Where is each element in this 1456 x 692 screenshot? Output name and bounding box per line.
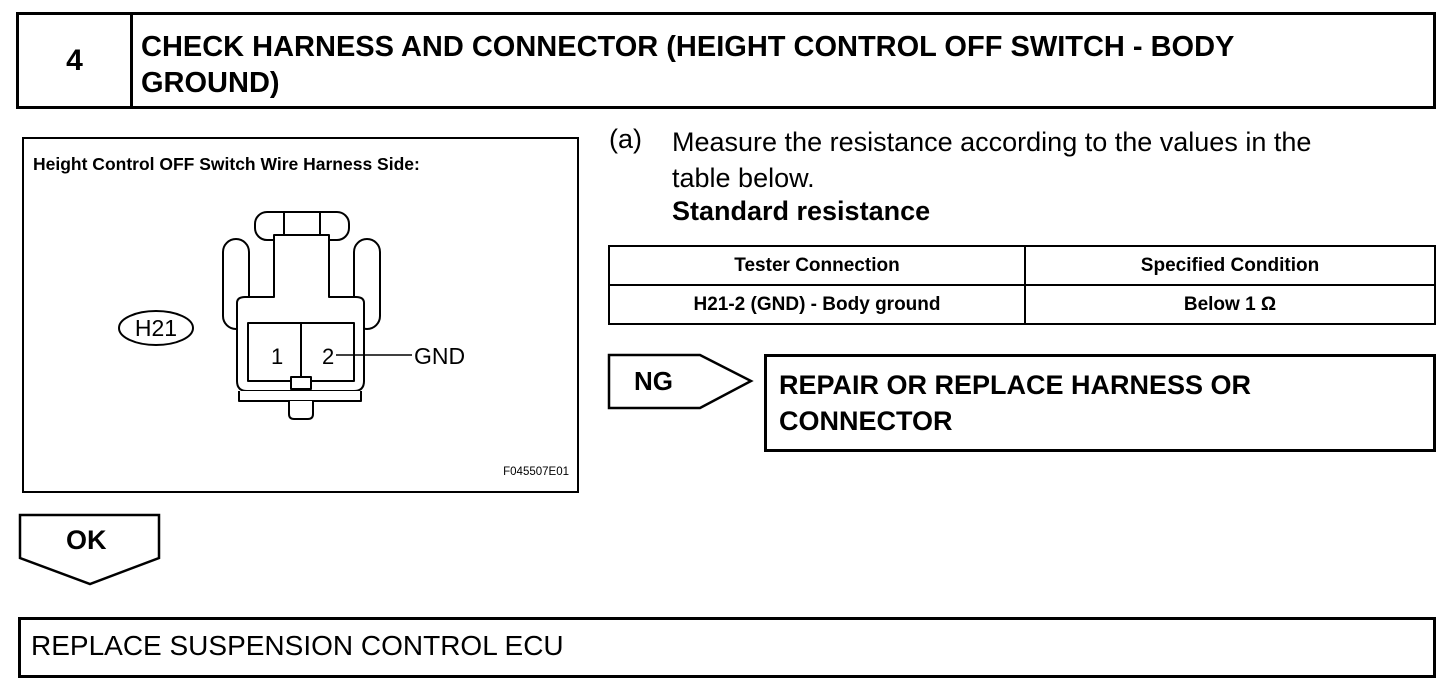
- instruction-letter: (a): [609, 124, 642, 154]
- final-action-box: REPLACE SUSPENSION CONTROL ECU: [18, 617, 1436, 678]
- table-cell-connection: H21-2 (GND) - Body ground: [608, 284, 1026, 325]
- gnd-label: GND: [414, 343, 465, 369]
- step-title-line2: GROUND): [141, 67, 280, 99]
- table-cell-condition: Below 1 Ω: [1024, 284, 1436, 325]
- ok-label: OK: [66, 525, 107, 555]
- connector-id-ellipse: [118, 310, 194, 346]
- step-title: CHECK HARNESS AND CONNECTOR (HEIGHT CONT…: [141, 29, 1393, 101]
- table-header-row: Tester Connection Specified Condition: [608, 245, 1436, 286]
- spec-table: Tester Connection Specified Condition H2…: [608, 245, 1436, 325]
- ng-action-box: REPAIR OR REPLACE HARNESS OR CONNECTOR: [764, 354, 1436, 452]
- connector-figure: 1 2 GND H21 Height Control OFF Switch Wi…: [22, 137, 579, 493]
- instruction-text: Measure the resistance according to the …: [672, 124, 1432, 196]
- connector-bottom: [238, 391, 362, 402]
- figure-title: Height Control OFF Switch Wire Harness S…: [33, 154, 420, 174]
- ng-action-line2: CONNECTOR: [779, 406, 953, 436]
- ng-arrow: [607, 353, 754, 410]
- table-row: H21-2 (GND) - Body ground Below 1 Ω: [608, 284, 1436, 325]
- figure-code: F045507E01: [503, 466, 569, 478]
- instruction-line2: table below.: [672, 163, 815, 193]
- instruction-line1: Measure the resistance according to the …: [672, 127, 1312, 157]
- table-header-tester: Tester Connection: [608, 245, 1026, 286]
- connector-lock-tab: [290, 376, 312, 390]
- connector-id-label: H21: [135, 315, 177, 341]
- final-action-text: REPLACE SUSPENSION CONTROL ECU: [31, 630, 564, 661]
- ng-label: NG: [634, 366, 673, 396]
- ok-arrow: [18, 513, 161, 586]
- table-header-condition: Specified Condition: [1024, 245, 1436, 286]
- pin-1-number: 1: [271, 344, 283, 369]
- standard-resistance-title: Standard resistance: [672, 196, 931, 226]
- pin-2-number: 2: [322, 344, 334, 369]
- step-number: 4: [19, 15, 133, 106]
- ng-action-line1: REPAIR OR REPLACE HARNESS OR: [779, 370, 1252, 400]
- ng-action-text: REPAIR OR REPLACE HARNESS OR CONNECTOR: [779, 367, 1251, 439]
- step-title-line1: CHECK HARNESS AND CONNECTOR (HEIGHT CONT…: [141, 31, 1235, 63]
- step-header: 4 CHECK HARNESS AND CONNECTOR (HEIGHT CO…: [16, 12, 1436, 109]
- connector-diagram: 1 2 GND H21: [118, 211, 465, 420]
